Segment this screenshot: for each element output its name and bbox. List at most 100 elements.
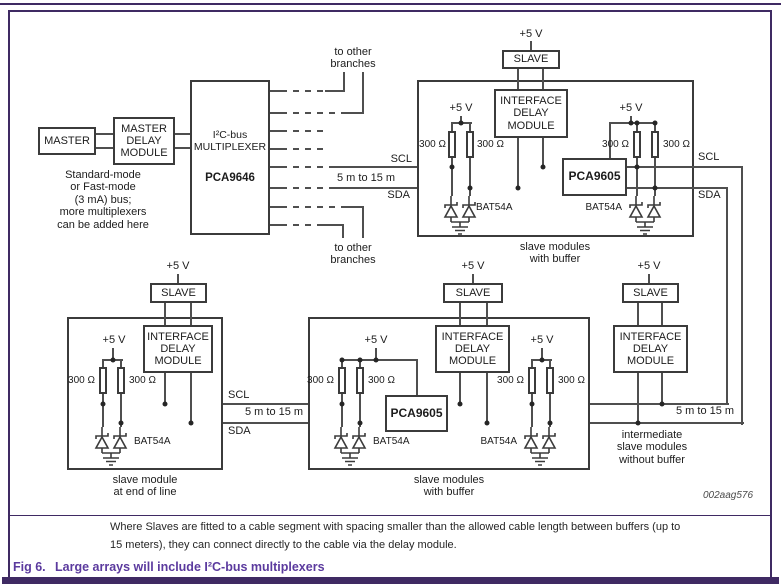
wire xyxy=(96,133,113,135)
diode-part-label: BAT54A xyxy=(134,436,171,447)
scl-label: SCL xyxy=(390,153,412,165)
wire xyxy=(654,158,656,196)
diode-part-label: BAT54A xyxy=(373,436,410,447)
resistor-icon xyxy=(356,367,364,394)
wire xyxy=(341,361,343,367)
resistor-value: 300 Ω xyxy=(307,375,334,386)
junction-dot xyxy=(162,401,168,407)
wire xyxy=(342,224,344,238)
interface-delay-module-box: INTERFACE DELAY MODULE xyxy=(143,325,213,373)
resistor-value: 300 Ω xyxy=(419,139,446,150)
dashed-wire xyxy=(281,130,325,132)
junction-dot xyxy=(540,164,546,170)
scl-bus xyxy=(741,166,743,425)
junction-dot xyxy=(449,164,455,170)
bus-note: Standard-mode or Fast-mode (3 mA) bus; m… xyxy=(57,169,149,231)
plus5v-label: +5 V xyxy=(461,260,485,272)
top-rule xyxy=(0,3,781,5)
junction-dot xyxy=(547,420,553,426)
dashed-wire xyxy=(281,112,345,114)
wire xyxy=(270,206,281,208)
wire xyxy=(549,361,551,367)
wire xyxy=(530,41,532,50)
resistor-value: 300 Ω xyxy=(497,375,524,386)
cable-length-label: 5 m to 15 m xyxy=(337,172,396,184)
wire xyxy=(549,394,551,427)
wire xyxy=(112,348,114,360)
wire xyxy=(517,69,519,89)
wire xyxy=(451,124,453,132)
junction-dot xyxy=(118,420,124,426)
junction-dot xyxy=(515,185,521,191)
wire xyxy=(542,138,544,169)
plus5v-label: +5 V xyxy=(102,334,126,346)
resistor-value: 300 Ω xyxy=(68,375,95,386)
interface-delay-module-box: INTERFACE DELAY MODULE xyxy=(613,325,688,373)
scl-bus xyxy=(103,403,385,405)
separator-rule xyxy=(8,515,772,516)
plus5v-label: +5 V xyxy=(449,102,473,114)
plus5v-label: +5 V xyxy=(637,260,661,272)
wire xyxy=(637,303,639,325)
wire xyxy=(323,224,343,226)
resistor-icon xyxy=(466,131,474,158)
bat54a-clamp-diodes-ground-icon xyxy=(333,427,367,466)
wire xyxy=(341,394,343,427)
resistor-value: 300 Ω xyxy=(129,375,156,386)
junction-dot xyxy=(373,357,379,363)
interface-delay-module-box: INTERFACE DELAY MODULE xyxy=(435,325,510,373)
sda-label: SDA xyxy=(387,189,410,201)
junction-dot xyxy=(539,357,545,363)
wire xyxy=(375,348,377,360)
wire xyxy=(270,187,281,189)
wire xyxy=(96,147,113,149)
resistor-icon xyxy=(528,367,536,394)
dashed-wire xyxy=(281,148,325,150)
wire xyxy=(270,90,281,92)
wire xyxy=(451,158,453,196)
wire xyxy=(175,147,190,149)
plus5v-label: +5 V xyxy=(619,102,643,114)
dashed-wire xyxy=(281,224,323,226)
sda-bus xyxy=(122,422,385,424)
mux-part-number: PCA9646 xyxy=(205,171,255,184)
module-caption: slave modules with buffer xyxy=(519,241,591,266)
frame-right xyxy=(770,10,772,577)
wire xyxy=(345,112,364,114)
scl-bus xyxy=(627,166,743,168)
wire xyxy=(661,373,663,405)
mdm-line: MASTER xyxy=(121,122,167,135)
figure-note-line1: Where Slaves are fitted to a cable segme… xyxy=(110,521,681,533)
wire xyxy=(648,274,650,284)
mux-line: MULTIPLEXER xyxy=(193,141,267,154)
to-other-branches-bottom: to other branches xyxy=(330,242,376,267)
junction-dot xyxy=(458,120,464,126)
junction-dot xyxy=(652,120,658,126)
module-caption: intermediate slave modules without buffe… xyxy=(616,429,688,466)
junction-dot xyxy=(467,185,473,191)
wire xyxy=(270,166,281,168)
junction-dot xyxy=(484,420,490,426)
wire xyxy=(416,361,418,395)
plus5v-label: +5 V xyxy=(530,334,554,346)
wire xyxy=(636,124,638,132)
scl-label: SCL xyxy=(228,389,250,401)
wire xyxy=(164,373,166,405)
bat54a-clamp-diodes-ground-icon xyxy=(94,427,128,466)
resistor-icon xyxy=(651,131,659,158)
wire xyxy=(164,303,166,325)
resistor-value: 300 Ω xyxy=(602,139,629,150)
bat54a-clamp-diodes-ground-icon xyxy=(628,196,662,235)
cable-length-label: 5 m to 15 m xyxy=(245,406,304,418)
wire xyxy=(102,361,104,367)
wire xyxy=(469,124,471,132)
junction-dot xyxy=(634,164,640,170)
junction-dot xyxy=(110,357,116,363)
junction-dot xyxy=(188,420,194,426)
plus5v-label: +5 V xyxy=(364,334,388,346)
wire xyxy=(120,394,122,427)
wire xyxy=(362,206,364,238)
resistor-icon xyxy=(546,367,554,394)
wire xyxy=(517,138,519,190)
